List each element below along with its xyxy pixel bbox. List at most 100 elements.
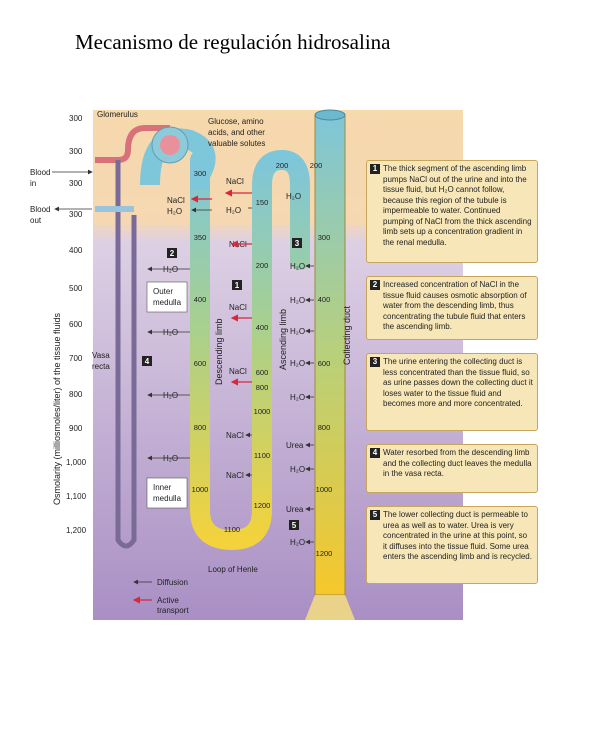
ascending-values: 200 150 200 400 600 800 1000 1100 1200: [254, 161, 289, 510]
svg-text:200: 200: [310, 161, 323, 170]
inner-medulla-label-2: medulla: [153, 494, 182, 503]
h2o-label: H₂O: [163, 391, 178, 400]
tick-label: 300: [69, 210, 83, 219]
note-box-3: 3 The urine entering the collecting duct…: [366, 353, 538, 431]
note-number: 1: [370, 164, 380, 174]
svg-text:3: 3: [295, 239, 300, 248]
nacl-label: NaCl: [229, 303, 247, 312]
h2o-label: H₂O: [286, 192, 301, 201]
svg-text:2: 2: [170, 249, 175, 258]
ascending-limb-label: Ascending limb: [278, 309, 288, 370]
descending-limb-label: Descending limb: [214, 318, 224, 385]
y-axis-label: Osmolarity (milliosmoles/liter) of the t…: [52, 312, 62, 505]
glomerulus-label: Glomerulus: [97, 110, 138, 119]
note-number: 2: [370, 280, 380, 290]
nacl-label: NaCl: [167, 196, 185, 205]
svg-text:300: 300: [194, 169, 207, 178]
h2o-label: H₂O: [290, 538, 305, 547]
outer-medulla-label-2: medulla: [153, 298, 182, 307]
note-box-1: 1 The thick segment of the ascending lim…: [366, 160, 538, 263]
tick-label: 1,200: [66, 526, 87, 535]
descending-values: 300 350 400 600 800 1000 1100: [192, 169, 240, 534]
h2o-label: H₂O: [167, 207, 182, 216]
tick-label: 700: [69, 354, 83, 363]
h2o-label: H₂O: [163, 265, 178, 274]
tick-label: 300: [69, 179, 83, 188]
svg-text:1100: 1100: [224, 525, 240, 534]
note-number: 4: [370, 448, 380, 458]
h2o-label: H₂O: [290, 359, 305, 368]
svg-text:200: 200: [256, 261, 269, 270]
osmolarity-scale: 300 300 300 300 400 500 600 700 800 900 …: [66, 114, 87, 535]
urea-label: Urea: [286, 505, 304, 514]
collecting-duct-label: Collecting duct: [342, 305, 352, 365]
blood-in-label: Blood: [30, 168, 50, 177]
nacl-label: NaCl: [226, 431, 244, 440]
duct-outflow: [305, 595, 355, 620]
marker-5: [289, 520, 299, 530]
vasa-recta-loop: [115, 160, 137, 549]
note-number: 3: [370, 357, 380, 367]
note-number: 5: [370, 510, 380, 520]
svg-text:600: 600: [194, 359, 207, 368]
svg-text:400: 400: [256, 323, 269, 332]
legend-diffusion-label: Diffusion: [157, 578, 188, 587]
svg-text:1000: 1000: [192, 485, 209, 494]
duct-values: 200 300 400 600 800 1000 1200: [310, 161, 333, 558]
svg-text:800: 800: [318, 423, 331, 432]
note-box-4: 4 Water resorbed from the descending lim…: [366, 444, 538, 493]
marker-4: [142, 356, 152, 366]
tick-label: 1,100: [66, 492, 87, 501]
h2o-label: H₂O: [290, 327, 305, 336]
blood-in-label-2: in: [30, 179, 36, 188]
svg-text:600: 600: [256, 368, 269, 377]
loop-of-henle-label: Loop of Henle: [208, 565, 258, 574]
svg-text:1000: 1000: [316, 485, 333, 494]
svg-text:150: 150: [256, 198, 269, 207]
tick-label: 400: [69, 246, 83, 255]
nacl-label: NaCl: [226, 177, 244, 186]
h2o-label: H₂O: [226, 206, 241, 215]
h2o-label: H₂O: [290, 465, 305, 474]
proximal-tubule: [140, 128, 216, 190]
note-text: The lower collecting duct is permeable t…: [383, 510, 532, 561]
note-text: Water resorbed from the descending limb …: [383, 448, 532, 478]
h2o-label: H₂O: [290, 393, 305, 402]
collecting-duct: [314, 114, 346, 596]
blood-out-label-2: out: [30, 216, 42, 225]
inner-medulla-box: [146, 477, 188, 509]
h2o-label: H₂O: [163, 328, 178, 337]
svg-text:200: 200: [276, 161, 289, 170]
h2o-label: H₂O: [290, 296, 305, 305]
vasa-recta-label-2: recta: [92, 362, 110, 371]
note-text: The urine entering the collecting duct i…: [383, 357, 533, 408]
glucose-label-2: acids, and other: [208, 128, 265, 137]
collecting-duct-top: [314, 109, 346, 121]
svg-text:400: 400: [318, 295, 331, 304]
svg-text:600: 600: [318, 359, 331, 368]
tick-label: 300: [69, 114, 83, 123]
vasa-recta-in: [95, 125, 170, 163]
note-text: Increased concentration of NaCl in the t…: [383, 280, 527, 331]
inner-medulla-label: Inner: [153, 483, 172, 492]
marker-1: [232, 280, 242, 290]
urea-label: Urea: [286, 441, 304, 450]
svg-text:1000: 1000: [254, 407, 271, 416]
svg-text:1100: 1100: [254, 451, 270, 460]
svg-text:800: 800: [256, 383, 269, 392]
svg-text:1200: 1200: [316, 549, 333, 558]
blood-out-label: Blood: [30, 205, 50, 214]
tick-label: 500: [69, 284, 83, 293]
h2o-label: H₂O: [290, 262, 305, 271]
svg-text:350: 350: [194, 233, 207, 242]
h2o-label: H₂O: [163, 454, 178, 463]
svg-text:1200: 1200: [254, 501, 271, 510]
glomerulus: [160, 135, 180, 155]
tick-label: 900: [69, 424, 83, 433]
page-title: Mecanismo de regulación hidrosalina: [75, 30, 391, 54]
legend-active-label-2: transport: [157, 606, 189, 615]
note-box-5: 5 The lower collecting duct is permeable…: [366, 506, 538, 584]
tick-label: 300: [69, 147, 83, 156]
marker-3: [292, 238, 302, 248]
glucose-label-3: valuable solutes: [208, 139, 265, 148]
